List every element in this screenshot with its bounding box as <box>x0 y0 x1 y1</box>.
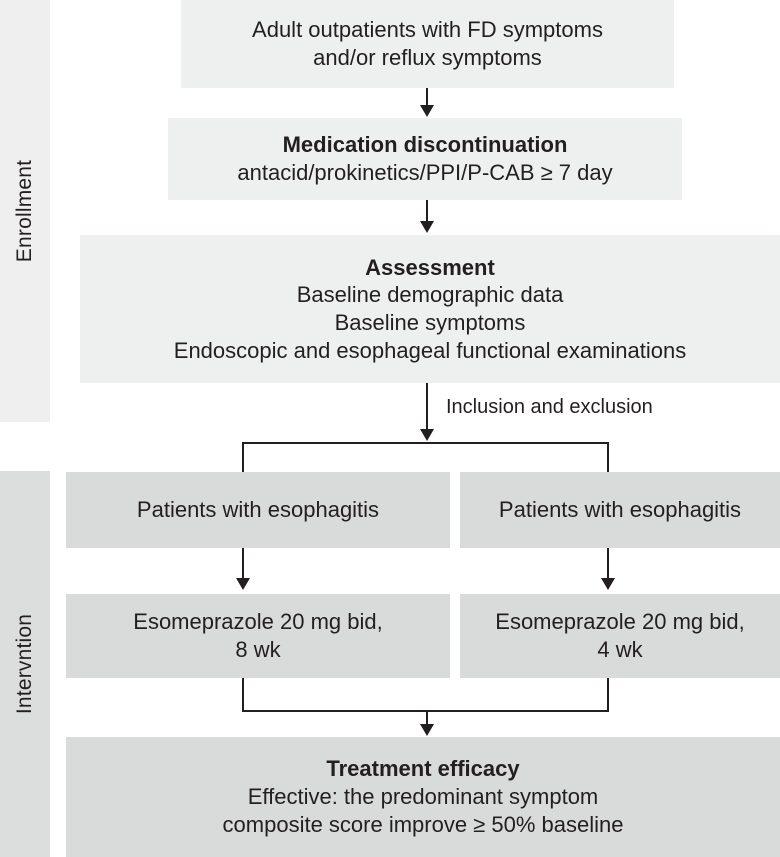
node-washout-line-1: antacid/prokinetics/PPI/P-CAB ≥ 7 day <box>237 160 613 185</box>
node-assessment-line-2: Baseline symptoms <box>334 310 526 335</box>
node-screening: Adult outpatients with FD symptoms and/o… <box>181 0 674 88</box>
node-screening-line-2: and/or reflux symptoms <box>313 45 542 70</box>
phase-strip-enrollment: Enrollment <box>0 0 50 422</box>
node-drug-right: Esomeprazole 20 mg bid, 4 wk <box>460 594 780 678</box>
edge-label-inclusion-exclusion: Inclusion and exclusion <box>446 396 653 418</box>
node-drug-left-line-1: Esomeprazole 20 mg bid, <box>133 609 383 635</box>
node-outcome-title: Treatment efficacy <box>326 756 520 782</box>
node-drug-left: Esomeprazole 20 mg bid, 8 wk <box>66 594 450 678</box>
node-treatment-efficacy: Treatment efficacy Effective: the predom… <box>66 737 780 857</box>
node-outcome-line-1: Effective: the predominant symptom <box>247 784 599 810</box>
node-arm-left: Patients with esophagitis <box>66 472 450 548</box>
node-assessment-title: Assessment <box>365 254 495 280</box>
node-medication-discontinuation: Medication discontinuation antacid/proki… <box>168 118 682 200</box>
phase-label-intervention: Intervntion <box>13 613 37 715</box>
node-assessment-line-3: Endoscopic and esophageal functional exa… <box>173 337 687 363</box>
node-drug-right-line-2: 4 wk <box>597 637 643 662</box>
node-arm-right: Patients with esophagitis <box>460 472 780 548</box>
phase-label-enrollment: Enrollment <box>13 159 37 263</box>
node-assessment: Assessment Baseline demographic data Bas… <box>80 235 780 383</box>
node-arm-right-line-1: Patients with esophagitis <box>498 497 742 523</box>
node-washout-title: Medication discontinuation <box>282 132 568 158</box>
node-arm-left-line-1: Patients with esophagitis <box>136 497 380 523</box>
node-screening-line-1: Adult outpatients with FD symptoms <box>252 17 603 43</box>
node-drug-right-line-1: Esomeprazole 20 mg bid, <box>495 609 745 635</box>
node-assessment-line-1: Baseline demographic data <box>296 282 564 308</box>
phase-strip-intervention: Intervntion <box>0 471 50 857</box>
node-drug-left-line-2: 8 wk <box>235 637 281 662</box>
node-outcome-line-2: composite score improve ≥ 50% baseline <box>222 811 624 837</box>
